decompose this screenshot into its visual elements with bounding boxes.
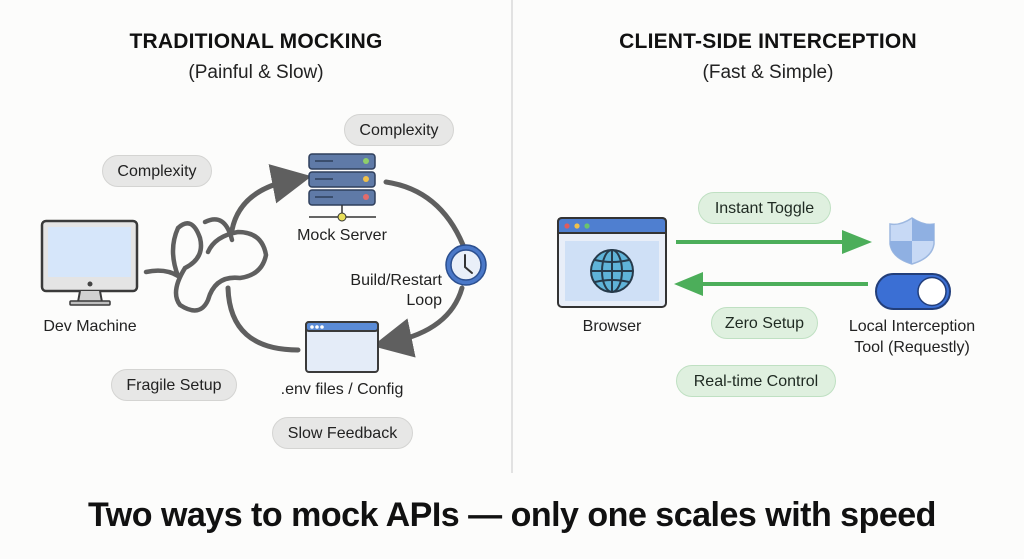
server-icon — [308, 153, 376, 222]
tag-instant-toggle: Instant Toggle — [698, 192, 831, 224]
dev-machine-label: Dev Machine — [43, 318, 137, 335]
right-subtitle: (Fast & Simple) — [702, 62, 834, 83]
tag-zero-setup: Zero Setup — [711, 307, 818, 339]
arrow-server-to-clock — [383, 179, 466, 248]
footer-caption: Two ways to mock APIs — only one scales … — [88, 496, 936, 534]
browser-label: Browser — [582, 318, 642, 335]
right-title: CLIENT-SIDE INTERCEPTION — [619, 30, 917, 53]
left-title: TRADITIONAL MOCKING — [129, 30, 383, 53]
browser-globe-icon — [557, 217, 667, 308]
panel-divider — [511, 0, 513, 473]
tool-label-line1: Local Interception — [848, 318, 976, 335]
tool-label-line2: Tool (Requestly) — [854, 339, 970, 356]
arrow-left-icon — [674, 272, 868, 296]
shield-icon — [889, 217, 935, 265]
loop-label-line1: Build/Restart — [350, 272, 442, 289]
tag-slow-feedback: Slow Feedback — [272, 417, 413, 449]
window-icon — [305, 321, 379, 373]
mock-server-label: Mock Server — [297, 227, 387, 244]
tag-complexity-top: Complexity — [344, 114, 454, 146]
clock-icon — [445, 244, 487, 286]
left-diagram — [40, 153, 487, 373]
config-label: .env files / Config — [280, 381, 404, 398]
tag-realtime-control: Real-time Control — [676, 365, 836, 397]
arrow-to-server — [229, 164, 312, 233]
arrow-config-to-dev — [225, 285, 301, 353]
loop-label-line2: Loop — [406, 292, 442, 309]
tag-fragile-setup: Fragile Setup — [111, 369, 237, 401]
monitor-icon — [40, 219, 139, 306]
arrow-right-icon — [676, 230, 872, 254]
tag-complexity-left: Complexity — [102, 155, 212, 187]
arrow-clock-to-config — [372, 285, 465, 358]
right-diagram — [557, 217, 951, 310]
left-subtitle: (Painful & Slow) — [188, 62, 324, 83]
tangle-icon — [143, 217, 269, 313]
toggle-on-icon — [875, 273, 951, 310]
